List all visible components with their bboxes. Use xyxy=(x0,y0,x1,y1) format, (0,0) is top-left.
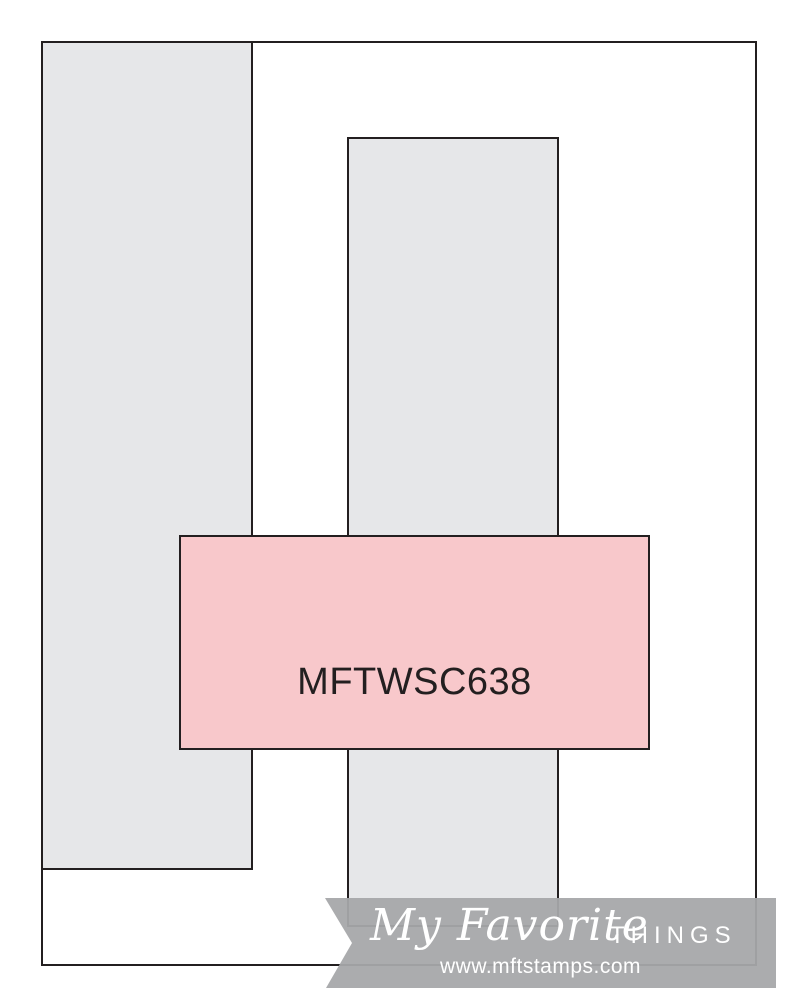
brand-caps-text: THINGS xyxy=(610,922,737,949)
brand-url: www.mftstamps.com xyxy=(440,955,642,978)
center-gray-strip xyxy=(347,137,559,927)
sentiment-panel: MFTWSC638 xyxy=(179,535,650,750)
sketch-code-label: MFTWSC638 xyxy=(297,661,532,703)
brand-script-text: My Favorite xyxy=(370,900,649,951)
